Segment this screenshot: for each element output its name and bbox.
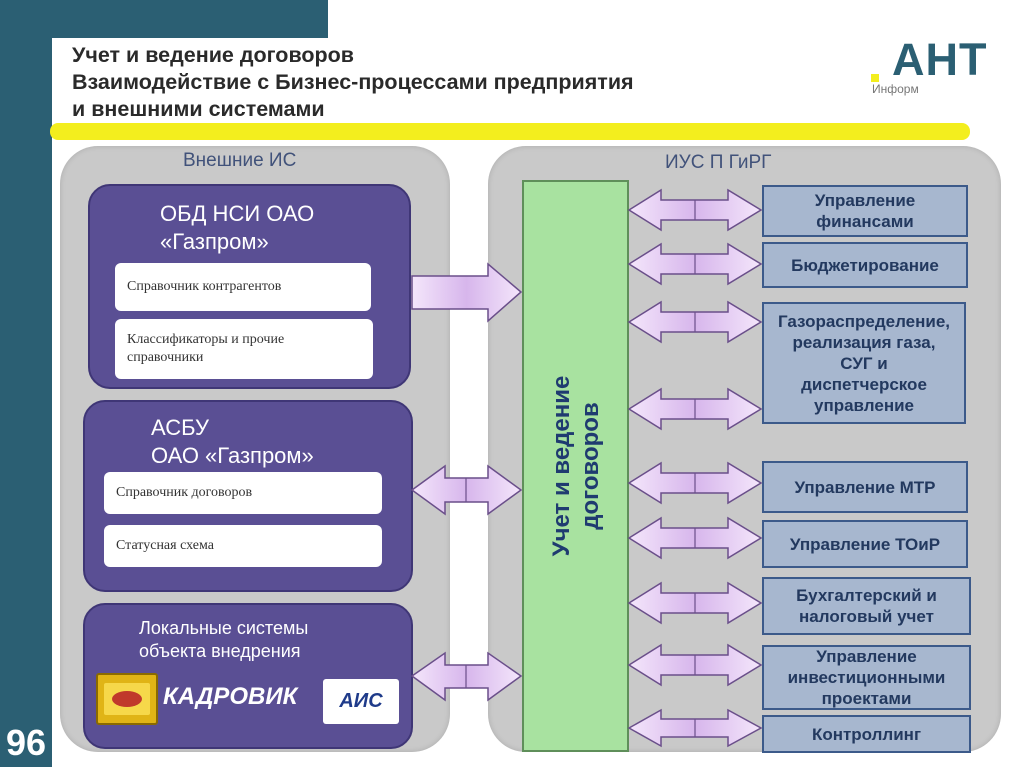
process-mtr: Управление МТР (762, 461, 968, 513)
process-accounting: Бухгалтерский и налоговый учет (762, 577, 971, 635)
logo-subtitle: Информ (872, 82, 919, 96)
process-controlling: Контроллинг (762, 715, 971, 753)
process-finance: Управление финансами (762, 185, 968, 237)
process-gas-distribution: Газораспределение, реализация газа, СУГ … (762, 302, 966, 424)
company-logo: АНТ Информ (868, 34, 994, 104)
external-systems-label: Внешние ИС (183, 150, 297, 171)
ref-classifiers: Классификаторы и прочие справочники (115, 319, 373, 379)
central-contracts-module: Учет и ведение договоров (522, 180, 629, 752)
system-obd-nsi-title: ОБД НСИ ОАО «Газпром» (160, 201, 315, 254)
slide-title: Учет и ведение договоров Взаимодействие … (72, 42, 792, 123)
top-accent-bar (52, 0, 328, 38)
ais-logo-text: АИС (339, 690, 383, 712)
process-toir: Управление ТОиР (762, 520, 968, 568)
central-module-label: Учет и ведение договоров (547, 375, 604, 557)
system-local-title: Локальные системы объекта внедрения (139, 618, 309, 661)
left-accent-bar (0, 0, 52, 767)
title-line-2: Взаимодействие с Бизнес-процессами предп… (72, 70, 634, 94)
ius-panel-label: ИУС П ГиРГ (665, 152, 772, 173)
local-product-box-logo (96, 673, 158, 725)
ref-counterparties: Справочник контрагентов (115, 263, 371, 311)
system-asbu-title: АСБУ ОАО «Газпром» (151, 415, 314, 468)
process-investment: Управление инвестиционными проектами (762, 645, 971, 710)
slide-number: 96 (5, 722, 47, 763)
ref-status-scheme: Статусная схема (104, 525, 382, 567)
title-line-3: и внешними системами (72, 97, 325, 121)
kadrovik-logo: КАДРОВИК (163, 683, 298, 710)
logo-dot (871, 74, 879, 82)
logo-name: АНТ (892, 34, 988, 85)
title-underline (50, 123, 970, 140)
process-budgeting: Бюджетирование (762, 242, 968, 288)
ref-contracts: Справочник договоров (104, 472, 382, 514)
title-line-1: Учет и ведение договоров (72, 43, 354, 67)
ais-logo: АИС (323, 679, 399, 724)
